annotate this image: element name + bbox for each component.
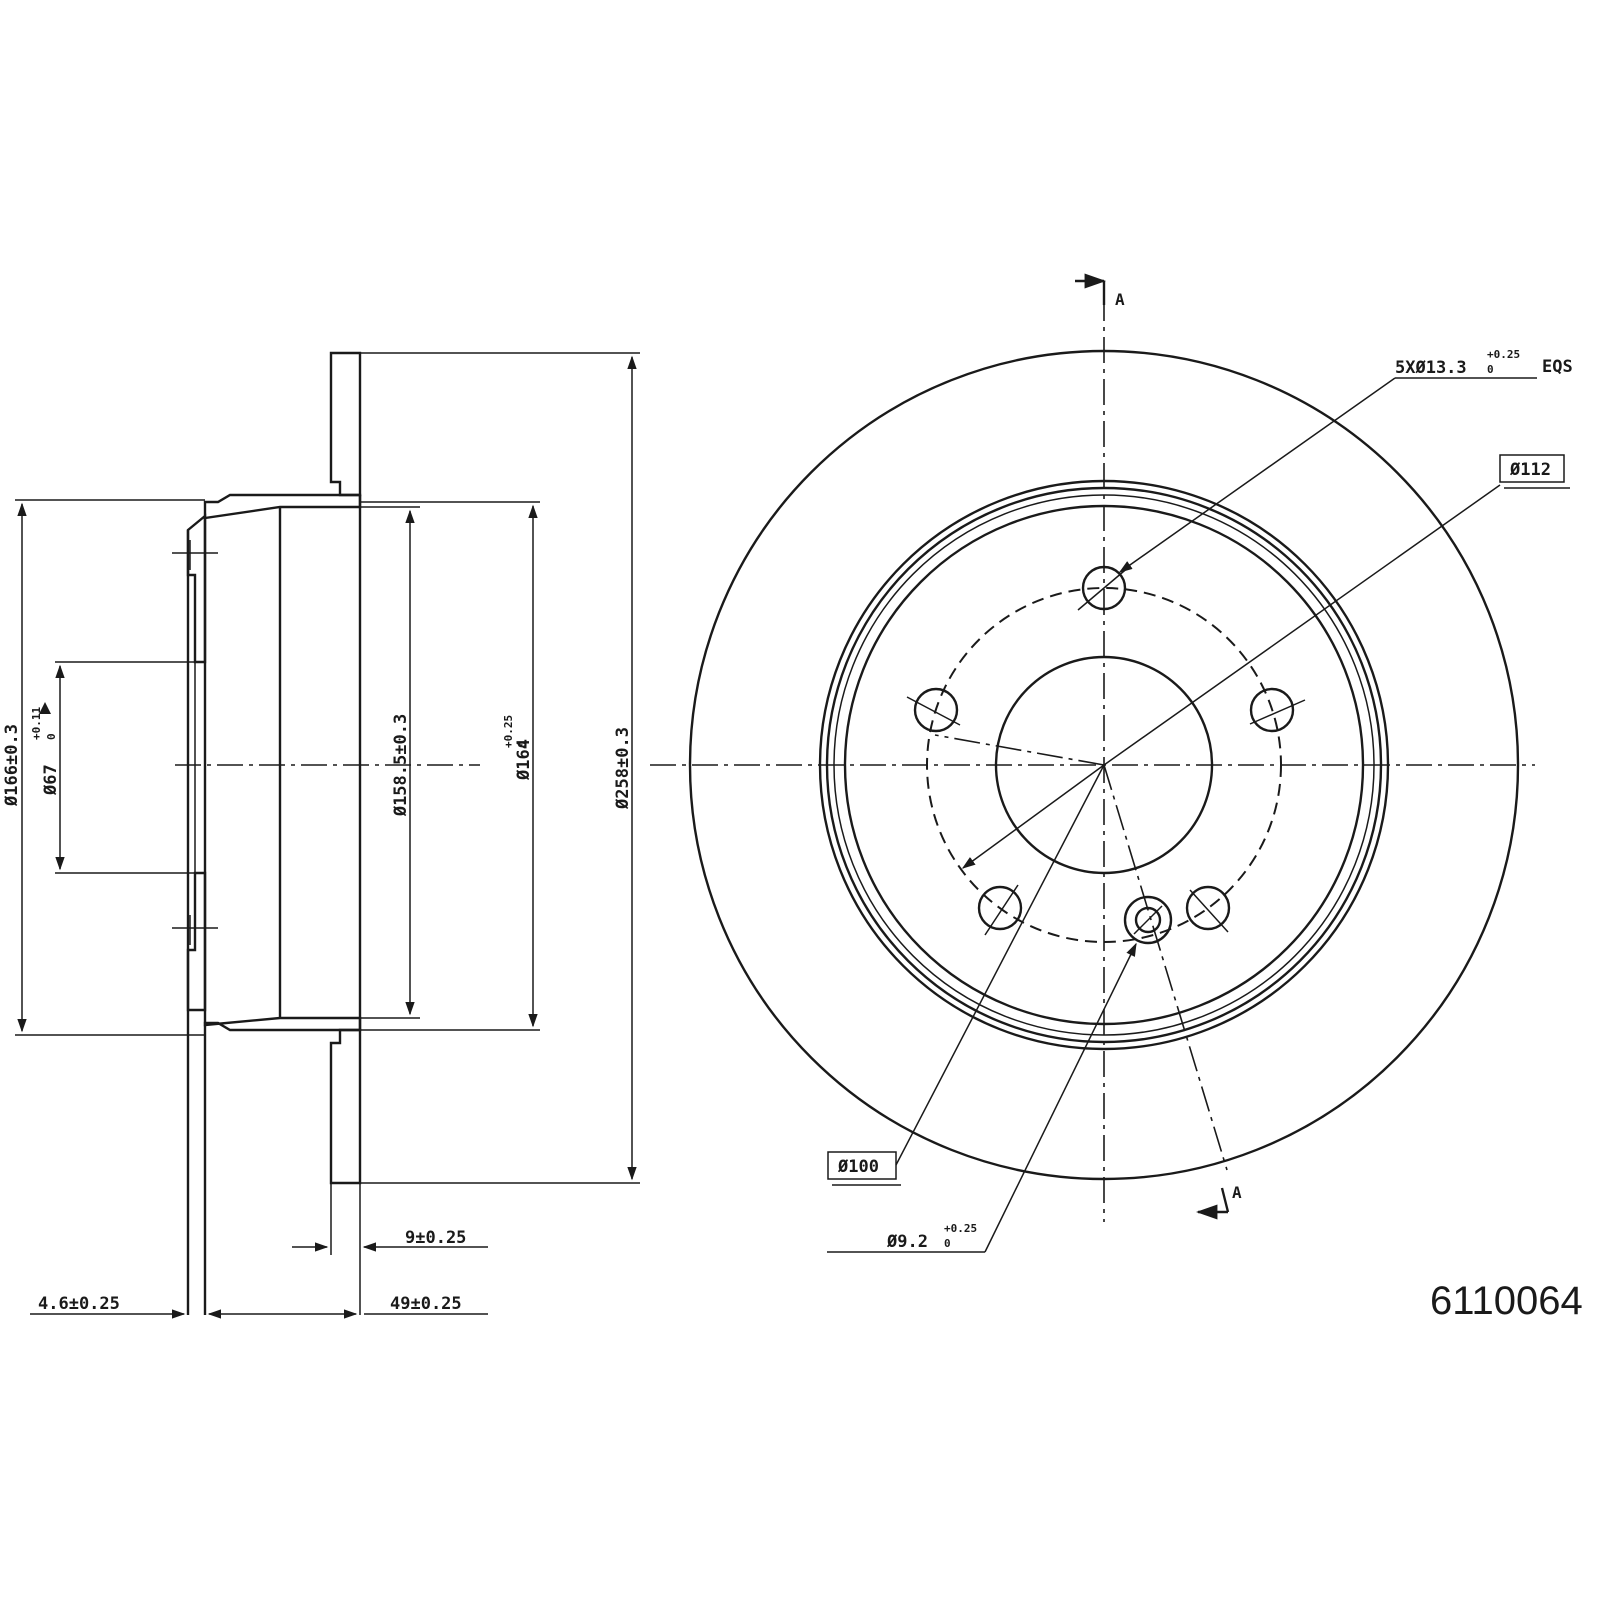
section-mark-bottom: A [1195, 1183, 1242, 1220]
dim-9-label: 9±0.25 [405, 1228, 466, 1248]
dim-166: Ø166±0.3 [2, 499, 205, 1036]
section-label-bottom: A [1232, 1183, 1242, 1202]
pcd-box [1499, 454, 1565, 483]
radial-centerline [934, 734, 1105, 766]
dim-164-upper: +0.25 [502, 715, 515, 748]
section-mark-top: A [1075, 273, 1125, 309]
dim-158-5-label: Ø158.5±0.3 [391, 714, 411, 817]
dia-100-label: Ø100 [837, 1157, 879, 1177]
section-label-top: A [1115, 290, 1125, 309]
callout-bolt-holes: 5XØ13.3 +0.25 0 EQS [1118, 348, 1573, 573]
dim-67-upper: +0.11 [30, 707, 43, 740]
dim-258-label: Ø258±0.3 [613, 727, 633, 810]
callout-small-hole: Ø9.2 +0.25 0 [827, 942, 1137, 1253]
side-outline [172, 495, 362, 1315]
dim-158-5: Ø158.5±0.3 [360, 506, 420, 1019]
small-hole-label: Ø9.2 [886, 1232, 928, 1252]
bolt-holes-upper: +0.25 [1487, 348, 1520, 361]
small-hole-upper: +0.25 [944, 1222, 977, 1235]
bolt-hole [977, 884, 1023, 936]
callout-pcd: Ø112 [961, 454, 1570, 869]
section-line [1103, 764, 1228, 1171]
callout-100: Ø100 [827, 764, 1105, 1186]
bolt-holes [906, 565, 1306, 936]
pcd-label: Ø112 [1509, 460, 1551, 480]
dim-4-6-label: 4.6±0.25 [38, 1294, 120, 1314]
front-view: A A 5XØ13.3 +0.25 0 EQS Ø112 [650, 273, 1573, 1253]
dim-49: 4.6±0.25 49±0.25 [30, 1294, 488, 1319]
bolt-hole [906, 687, 961, 733]
dim-67: Ø67 +0.11 0 [30, 661, 195, 874]
eqs-label: EQS [1542, 357, 1573, 377]
datum-triangle-icon [39, 702, 51, 714]
dim-9: 9±0.25 [292, 1228, 488, 1252]
section-hatching [186, 351, 362, 1185]
dim-164-lower: 0 [516, 741, 529, 748]
dim-166-label: Ø166±0.3 [2, 724, 22, 807]
dim-67-label: Ø67 [41, 764, 61, 796]
dia-100-box [827, 1151, 897, 1180]
small-hole-lower: 0 [944, 1237, 951, 1250]
bolt-holes-label: 5XØ13.3 [1395, 358, 1467, 378]
dim-164: Ø164 +0.25 0 [360, 501, 540, 1031]
side-section-view: Ø166±0.3 Ø67 +0.11 0 Ø158.5±0.3 Ø164 +0.… [2, 351, 640, 1319]
bolt-hole [1185, 885, 1231, 933]
part-number: 6110064 [1430, 1279, 1583, 1323]
dim-67-lower: 0 [45, 733, 58, 740]
bolt-hole [1249, 687, 1306, 733]
dim-49-label: 49±0.25 [390, 1294, 462, 1314]
bolt-holes-lower: 0 [1487, 363, 1494, 376]
dim-258: Ø258±0.3 [360, 352, 640, 1184]
dim-164-label: Ø164 [514, 739, 534, 781]
